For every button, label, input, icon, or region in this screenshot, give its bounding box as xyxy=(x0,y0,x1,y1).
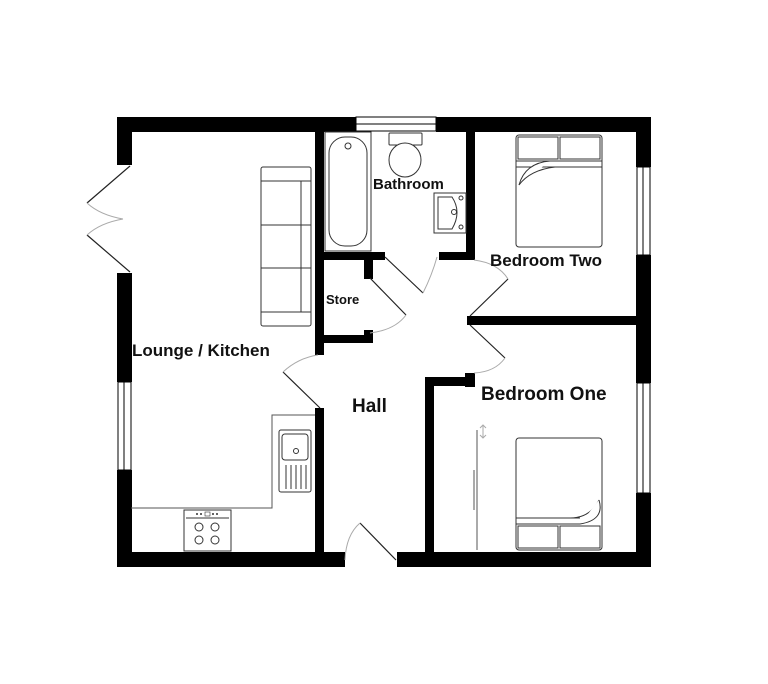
windows xyxy=(117,116,651,494)
window-bedroom-two xyxy=(636,166,651,256)
door-bedroom-two xyxy=(469,259,509,317)
fixtures xyxy=(131,131,603,552)
window-bathroom-top xyxy=(355,116,437,132)
wardrobe-icon xyxy=(473,424,487,550)
window-lounge xyxy=(117,381,132,471)
room-label-store: Store xyxy=(326,292,360,307)
room-label-bedroom-two: Bedroom Two xyxy=(490,251,603,270)
door-bathroom xyxy=(384,256,438,294)
wash-basin-icon xyxy=(433,192,467,234)
toilet-icon xyxy=(388,132,423,178)
room-label-bedroom-one: Bedroom One xyxy=(481,384,607,405)
kitchen-worktop xyxy=(131,414,315,509)
door-lounge xyxy=(282,354,321,409)
doors xyxy=(86,165,509,561)
french-doors xyxy=(86,165,131,273)
room-label-bathroom: Bathroom xyxy=(373,176,444,193)
door-store xyxy=(369,277,407,334)
window-bedroom-one xyxy=(636,382,651,494)
bed-one-icon xyxy=(515,437,603,551)
room-label-lounge-kitchen: Lounge / Kitchen xyxy=(132,341,270,360)
room-label-hall: Hall xyxy=(352,396,387,417)
bath-icon xyxy=(324,131,372,252)
sofa-icon xyxy=(260,166,312,327)
hob-icon xyxy=(183,509,232,552)
bed-two-icon xyxy=(515,134,603,248)
door-front xyxy=(344,522,397,561)
kitchen-sink-icon xyxy=(278,429,312,493)
walls xyxy=(117,117,651,567)
door-bedroom-one xyxy=(469,324,506,374)
